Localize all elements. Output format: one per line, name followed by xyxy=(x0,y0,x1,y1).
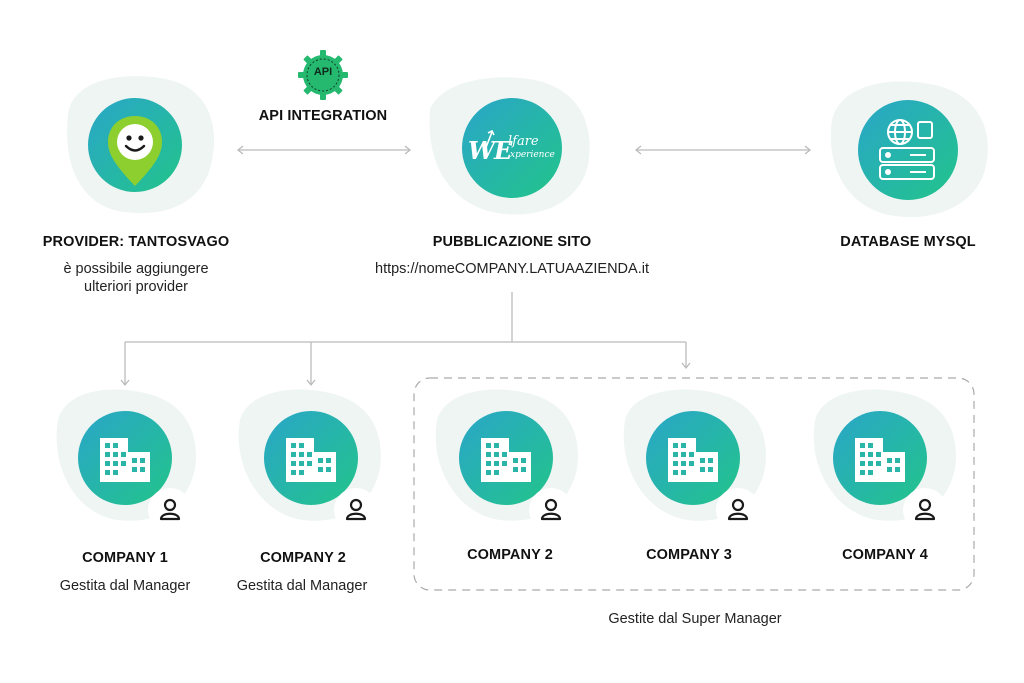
company-1-title: COMPANY 1 xyxy=(82,550,168,566)
smiley-location-pin-icon xyxy=(108,116,162,186)
database-title: DATABASE MYSQL xyxy=(840,234,976,250)
company-4-node xyxy=(833,411,947,532)
company-2b-node xyxy=(459,411,573,532)
api-badge-label: API xyxy=(313,66,333,78)
company-3-node xyxy=(646,411,760,532)
api-gear-icon xyxy=(298,50,348,100)
logo-we: WE xyxy=(468,136,512,165)
company-2-node xyxy=(264,411,378,532)
api-integration-title: API INTEGRATION xyxy=(258,108,388,124)
site-title: PUBBLICAZIONE SITO xyxy=(432,234,592,250)
welfare-experience-logo: WE lfare xperience xyxy=(466,128,566,172)
site-url: https://nomeCOMPANY.LATUAAZIENDA.it xyxy=(375,261,649,277)
logo-experience: xperience xyxy=(510,150,555,160)
super-manager-label: Gestite dal Super Manager xyxy=(608,611,782,627)
welfare-arrow-icon xyxy=(484,129,495,151)
company-2-title: COMPANY 2 xyxy=(260,550,346,566)
provider-title: PROVIDER: TANTOSVAGO xyxy=(42,234,230,250)
database-server-globe-icon xyxy=(879,119,935,180)
company-1-subtitle: Gestita dal Manager xyxy=(59,578,191,594)
provider-desc-line2: ulteriori provider xyxy=(84,279,188,295)
company-4-title: COMPANY 4 xyxy=(842,547,928,563)
company-3-title: COMPANY 3 xyxy=(646,547,732,563)
company-2b-title: COMPANY 2 xyxy=(467,547,553,563)
logo-lfare: lfare xyxy=(508,134,539,149)
company-2-subtitle: Gestita dal Manager xyxy=(236,578,368,594)
provider-desc-line1: è possibile aggiungere xyxy=(63,261,209,277)
company-1-node xyxy=(78,411,192,532)
